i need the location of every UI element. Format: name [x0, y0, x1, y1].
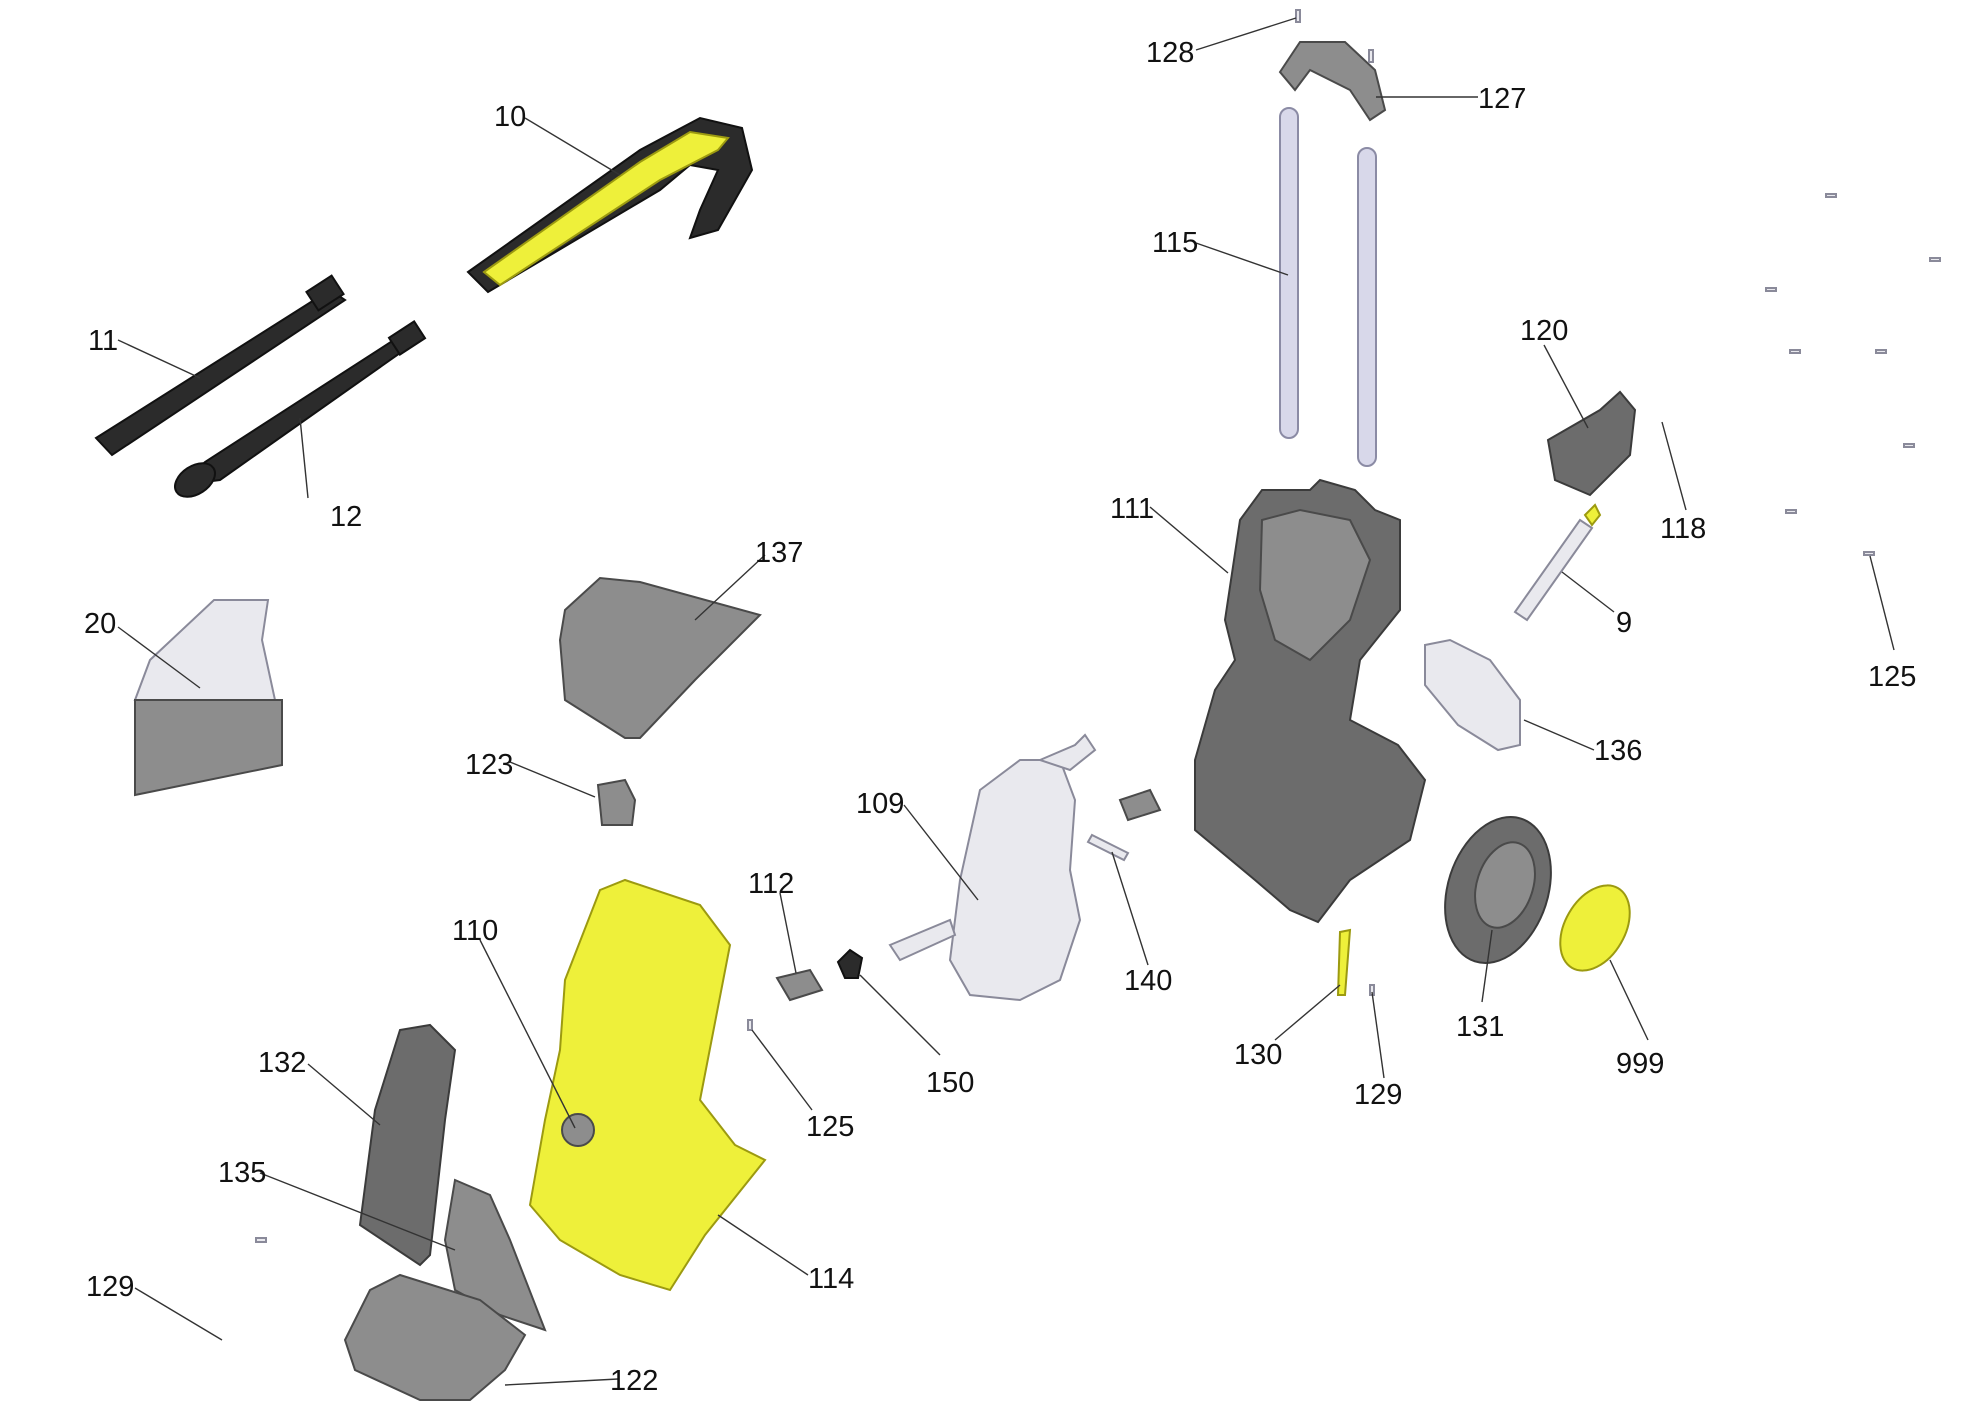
part-127-handle-grip [1278, 41, 1387, 122]
callout-130: 130 [1234, 1039, 1282, 1071]
callout-10: 10 [494, 101, 526, 133]
callout-125-right: 125 [1868, 661, 1916, 693]
callout-128: 128 [1146, 37, 1194, 69]
part-136-filter-mesh [1424, 638, 1521, 752]
callout-114: 114 [808, 1263, 854, 1295]
callout-112: 112 [748, 868, 794, 900]
callout-111: 111 [1110, 493, 1154, 525]
callout-140: 140 [1124, 965, 1172, 997]
callout-11: 11 [88, 325, 118, 357]
part-20-brush [133, 599, 283, 797]
callout-109: 109 [856, 788, 904, 820]
callout-115: 115 [1152, 227, 1198, 259]
callout-120: 120 [1520, 315, 1568, 347]
callout-118: 118 [1660, 513, 1706, 545]
part-140-pin [1086, 833, 1130, 862]
callout-labels: 10 11 12 20 128 127 115 120 118 9 125 11… [84, 37, 1916, 1397]
leader-lines [117, 17, 1895, 1386]
part-9-connector [1513, 503, 1602, 622]
callout-20: 20 [84, 608, 116, 640]
part-10-trigger-gun [466, 116, 754, 294]
callout-150: 150 [926, 1067, 974, 1099]
part-137-accessory-holder [558, 576, 762, 739]
part-132-side-panel [358, 1023, 457, 1267]
callout-127: 127 [1478, 83, 1526, 115]
callout-125-mid: 125 [806, 1111, 854, 1143]
part-135-cover [443, 1178, 547, 1332]
callout-110: 110 [452, 915, 498, 947]
callout-122: 122 [610, 1365, 658, 1397]
callout-135: 135 [218, 1157, 266, 1189]
small-screws [255, 9, 1941, 1243]
callout-136: 136 [1594, 735, 1642, 767]
part-11-spray-lance [94, 274, 347, 457]
part-122-base-cover [343, 1273, 527, 1401]
part-12-dirt-blaster [174, 320, 427, 498]
part-109-pump [888, 733, 1097, 1002]
part-small-block [1118, 788, 1162, 822]
part-123-holder [596, 778, 637, 826]
part-114-front-cover [528, 878, 767, 1292]
part-115-rods [1279, 107, 1377, 467]
callout-123: 123 [465, 749, 513, 781]
callout-129-left: 129 [86, 1271, 134, 1303]
part-111-main-housing [1194, 478, 1427, 924]
callout-999: 999 [1616, 1048, 1664, 1080]
callout-137: 137 [755, 537, 803, 569]
part-130-screw [1336, 928, 1352, 996]
part-112-block [775, 968, 824, 1002]
callout-131: 131 [1456, 1011, 1504, 1043]
callout-132: 132 [258, 1047, 306, 1079]
callout-129-mid: 129 [1354, 1079, 1402, 1111]
part-999-wheel-cap [1559, 884, 1631, 972]
part-150-valve [836, 948, 864, 979]
callout-9: 9 [1616, 607, 1632, 639]
part-120-hose-holder [1546, 390, 1637, 497]
part-131-wheel [1444, 816, 1552, 964]
callout-12: 12 [330, 501, 362, 533]
